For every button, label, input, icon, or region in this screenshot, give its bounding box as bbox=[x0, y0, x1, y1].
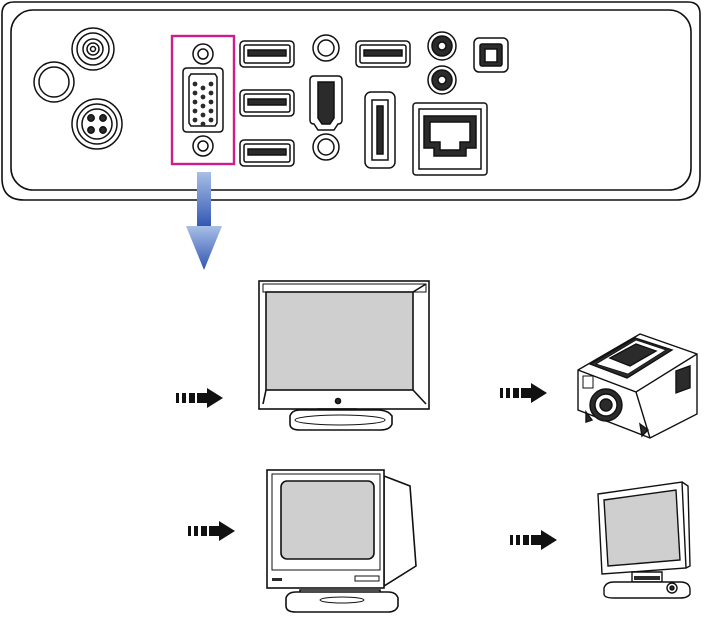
coax-connector-icon bbox=[71, 27, 115, 71]
dashed-arrow-icon bbox=[176, 388, 223, 408]
power-button-icon bbox=[33, 61, 75, 103]
vga-pin bbox=[200, 103, 206, 109]
rear-io-panel bbox=[1, 1, 701, 201]
vga-pin bbox=[200, 121, 206, 127]
ethernet-port-icon bbox=[412, 102, 488, 176]
vga-pin bbox=[192, 99, 198, 105]
vga-highlight-box bbox=[170, 34, 236, 166]
usb-port-icon bbox=[239, 89, 295, 117]
vga-pin bbox=[192, 90, 198, 96]
crt-monitor-icon bbox=[266, 469, 417, 613]
vga-pin bbox=[192, 117, 198, 123]
audio-jack-icon bbox=[427, 31, 457, 61]
vga-pin bbox=[208, 81, 214, 87]
dashed-arrow-icon bbox=[510, 530, 557, 550]
vga-pin bbox=[208, 117, 214, 123]
vga-pin bbox=[208, 90, 214, 96]
vga-pin bbox=[208, 99, 214, 105]
audio-jack-icon bbox=[312, 34, 340, 62]
usb-port-icon bbox=[355, 40, 411, 68]
vga-pin bbox=[200, 94, 206, 100]
projector-icon bbox=[577, 333, 698, 439]
down-arrow-icon bbox=[186, 172, 222, 270]
hdmi-port-icon bbox=[309, 75, 343, 131]
vga-pin bbox=[192, 81, 198, 87]
dashed-arrow-icon bbox=[500, 383, 547, 403]
vga-pin bbox=[200, 85, 206, 91]
audio-jack-icon bbox=[312, 133, 340, 161]
esata-port-icon bbox=[364, 91, 396, 169]
usb-port-icon bbox=[239, 139, 295, 167]
lcd-tv-icon bbox=[258, 280, 430, 431]
vga-pin bbox=[192, 108, 198, 114]
vga-pin bbox=[200, 112, 206, 118]
vga-pin bbox=[208, 108, 214, 114]
lcd-monitor-icon bbox=[597, 481, 691, 599]
dashed-arrow-icon bbox=[188, 521, 235, 541]
dc-power-port-icon bbox=[71, 98, 123, 150]
vga-port-icon bbox=[170, 34, 236, 166]
usb-port-icon bbox=[239, 40, 295, 68]
optical-spdif-port-icon bbox=[473, 37, 509, 73]
audio-jack-icon bbox=[427, 65, 457, 95]
